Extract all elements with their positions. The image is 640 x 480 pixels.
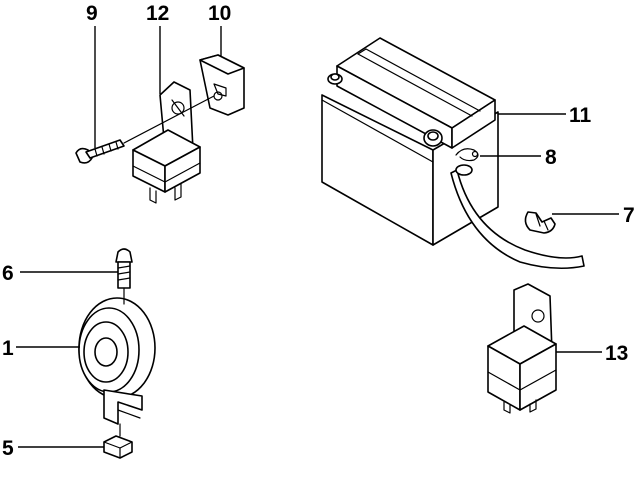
callout-11: 11 [569, 104, 592, 127]
bracket-plate [199, 54, 245, 116]
battery-terminal-left [327, 73, 343, 85]
hose-clamp [455, 148, 479, 162]
screw [75, 95, 215, 164]
relay-lower [487, 283, 557, 414]
horn [78, 297, 156, 425]
callout-10: 10 [208, 2, 231, 25]
cable-clip [524, 211, 556, 234]
relay-upper [132, 81, 201, 204]
callout-13: 13 [605, 342, 628, 365]
callout-7: 7 [623, 204, 635, 227]
callout-1: 1 [2, 337, 14, 360]
callout-8: 8 [545, 146, 557, 169]
callout-6: 6 [2, 262, 14, 285]
battery [321, 37, 499, 246]
callout-9: 9 [86, 2, 98, 25]
callout-12: 12 [146, 2, 169, 25]
callout-5: 5 [2, 437, 14, 460]
battery-terminal-right [423, 129, 443, 147]
nut [103, 423, 133, 459]
vent-hose [450, 164, 585, 270]
bolt [115, 248, 133, 305]
